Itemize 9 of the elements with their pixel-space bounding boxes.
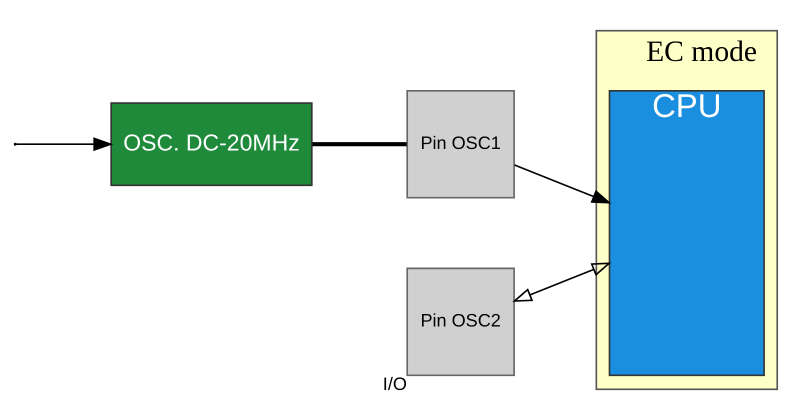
arrow	[512, 262, 612, 302]
node-label: I/O	[382, 373, 407, 394]
connector	[312, 142, 407, 146]
node-box: OSC. DC-20MHz	[110, 102, 313, 186]
node-box: CPU	[608, 89, 765, 376]
node-box: Pin OSC1	[406, 89, 515, 198]
node-box: Pin OSC2	[406, 267, 515, 376]
arrow	[514, 164, 612, 204]
arrow	[16, 136, 114, 151]
